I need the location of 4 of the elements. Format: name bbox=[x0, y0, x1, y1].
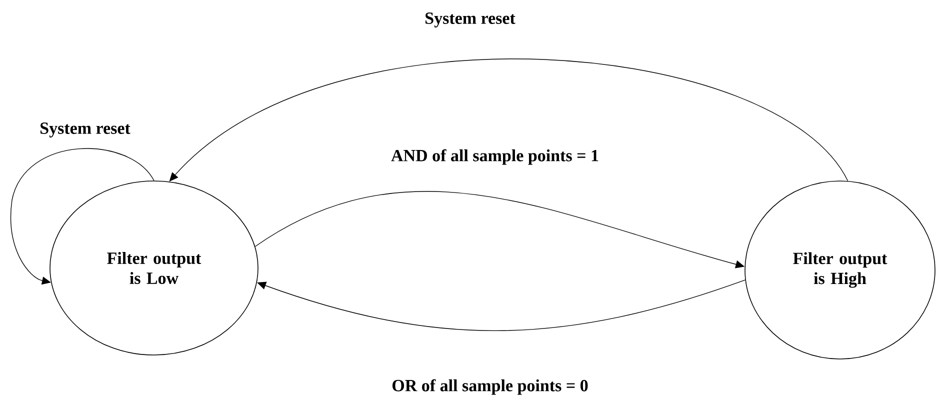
edge-label: OR of all sample points = 0 bbox=[390, 377, 590, 397]
edge-label: System reset bbox=[38, 120, 132, 140]
edge-label: AND of all sample points = 1 bbox=[389, 147, 602, 167]
edge-label: System reset bbox=[422, 10, 518, 30]
